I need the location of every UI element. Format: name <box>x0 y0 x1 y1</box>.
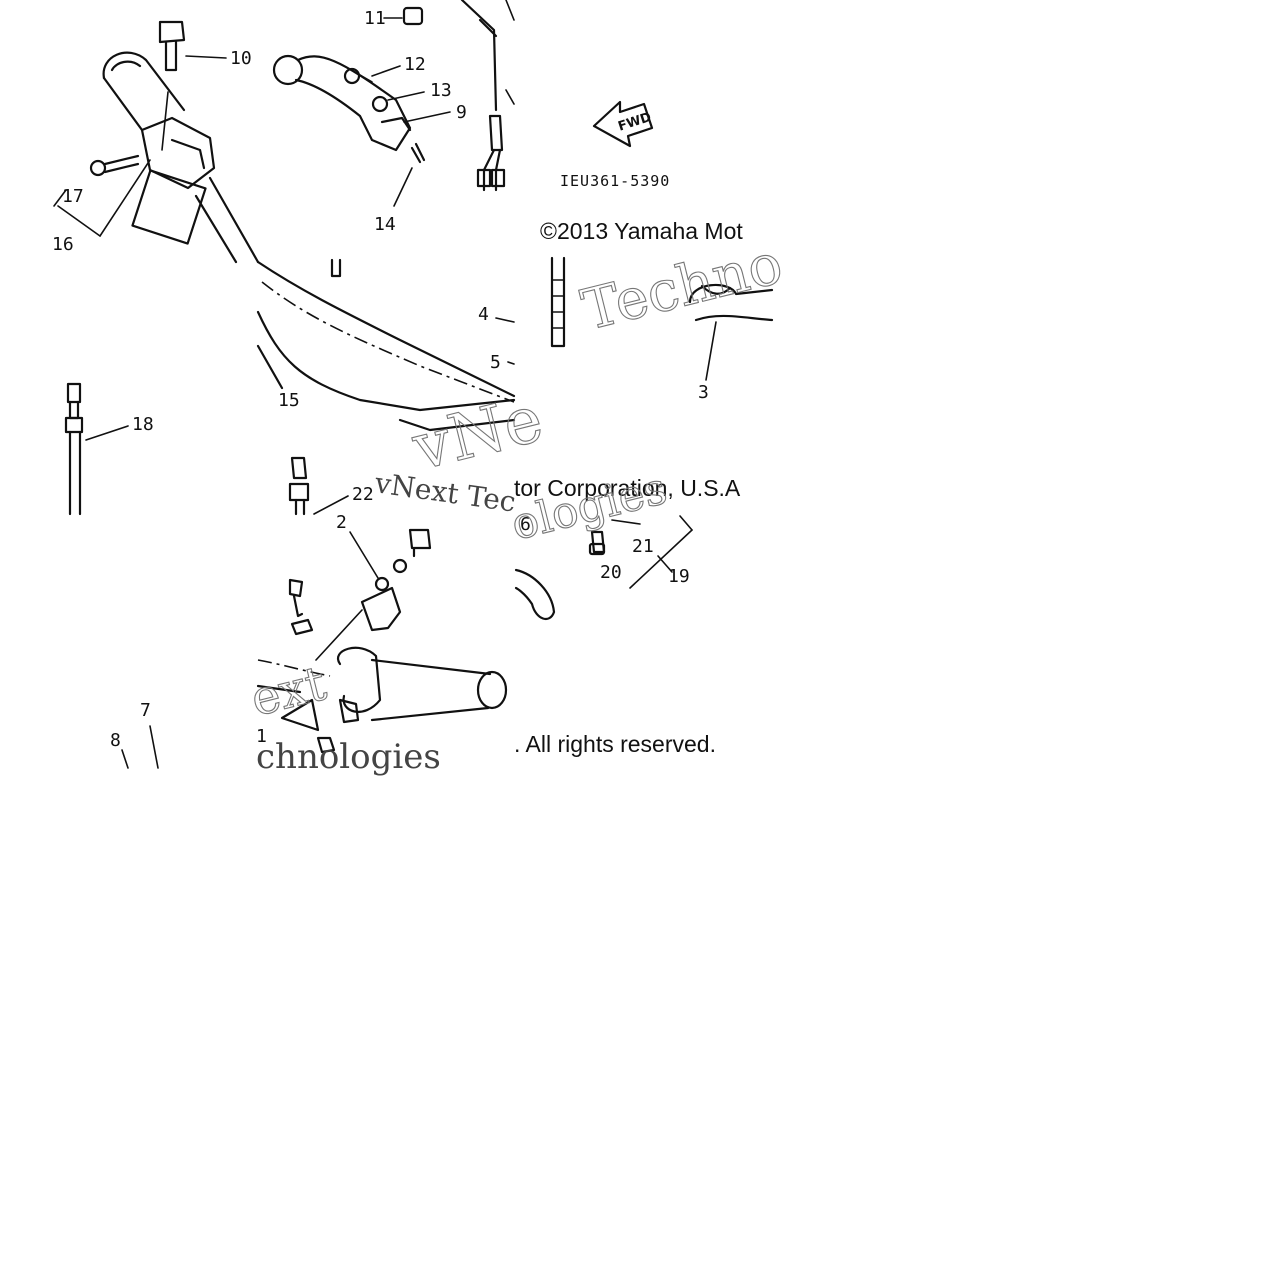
part-labels-top: 11 10 12 13 9 17 16 14 <box>52 8 467 255</box>
part-label-1: 1 <box>256 726 267 747</box>
handlebar <box>256 258 516 432</box>
part-label-2: 2 <box>336 512 347 533</box>
watermark-text-1: Techno <box>576 231 789 343</box>
part-label-6: 6 <box>520 514 531 535</box>
part-labels-mid: 15 4 5 22 18 <box>132 304 501 505</box>
part-label-5: 5 <box>490 352 501 373</box>
part-label-21: 21 <box>632 536 654 557</box>
cable-tie-18 <box>64 382 129 516</box>
copyright-line-3: . All rights reserved. <box>514 731 716 757</box>
watermark-text-3: vNe <box>405 382 550 486</box>
part-label-3: 3 <box>698 382 709 403</box>
copyright-line-2: tor Corporation, U.S.A <box>514 475 741 501</box>
part-label-20: 20 <box>600 562 622 583</box>
bottom-right-parts <box>514 515 693 621</box>
part-label-17: 17 <box>62 186 84 207</box>
part-label-11: 11 <box>364 8 386 29</box>
part-label-10: 10 <box>230 48 252 69</box>
watermark-text-5: chnologies <box>256 737 441 777</box>
part-label-13: 13 <box>430 80 452 101</box>
part-label-14: 14 <box>374 214 396 235</box>
part-label-19: 19 <box>668 566 690 587</box>
part-label-16: 16 <box>52 234 74 255</box>
part-label-7: 7 <box>140 700 151 721</box>
part-label-9: 9 <box>456 102 467 123</box>
part-label-4: 4 <box>478 304 489 325</box>
part-label-22: 22 <box>352 484 374 505</box>
bottom-left-parts <box>121 725 159 769</box>
part-label-18: 18 <box>132 414 154 435</box>
watermarks: Techno vNext Tec vNe ologies chnologies … <box>245 231 789 777</box>
right-tile-parts <box>550 256 774 381</box>
watermark-text-6: ext <box>245 655 331 727</box>
part-label-15: 15 <box>278 390 300 411</box>
fwd-label: FWD <box>616 110 653 135</box>
left-handlebar-assembly <box>53 0 515 264</box>
part-label-8: 8 <box>110 730 121 751</box>
cable-22 <box>288 456 349 516</box>
right-handlebar-assembly <box>256 528 508 754</box>
copyright-line-1: ©2013 Yamaha Mot <box>540 218 743 244</box>
drawing-code: IEU361-5390 <box>560 172 670 190</box>
part-label-12: 12 <box>404 54 426 75</box>
fwd-arrow-icon: FWD <box>592 100 654 148</box>
